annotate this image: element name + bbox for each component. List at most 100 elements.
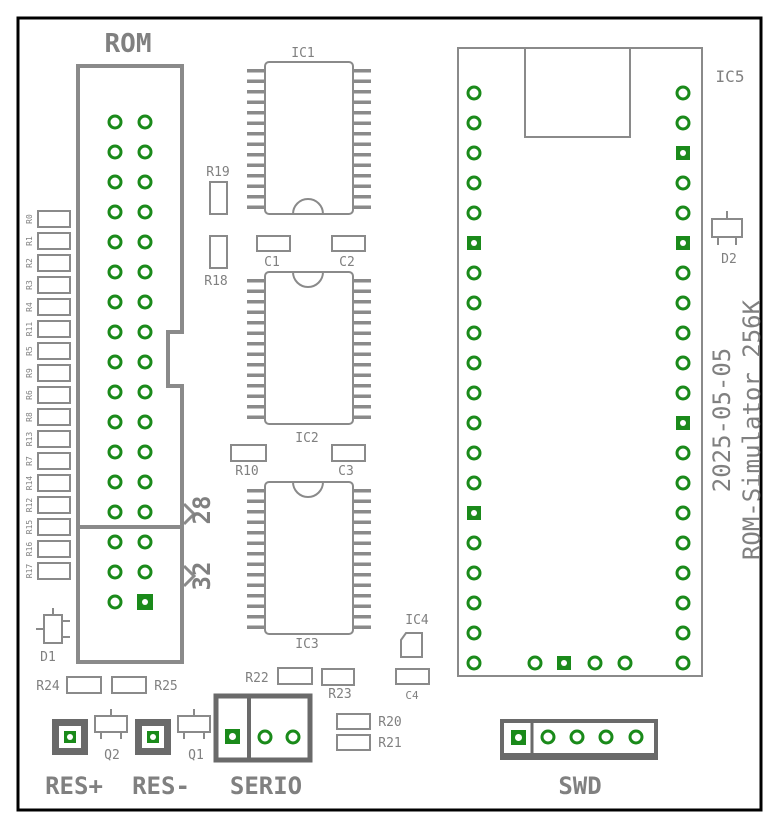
ic-pin (247, 405, 264, 409)
capacitor-c2: C2 (331, 235, 366, 270)
ic5-outline (457, 47, 703, 677)
ic-pin (354, 279, 371, 283)
ic-pin (354, 541, 371, 545)
ic5-pad (675, 385, 691, 401)
ic-pin (354, 373, 371, 377)
address-resistor (37, 518, 71, 536)
address-resistor-label: R2 (25, 258, 34, 268)
rom-pad (137, 474, 153, 490)
rom-pad (137, 534, 153, 550)
ic5-pad (675, 175, 691, 191)
address-resistor-label: R12 (25, 498, 34, 513)
ic-pin (247, 489, 264, 493)
address-resistor (37, 254, 71, 272)
ic-pin (247, 79, 264, 83)
ic-pin (247, 69, 264, 73)
transistor-q2: Q2 (94, 709, 128, 763)
ic-pin (354, 583, 371, 587)
ic-pin (247, 100, 264, 104)
pins-32-label: 32 (188, 562, 216, 591)
reset-minus-connector: RES- (132, 719, 190, 800)
rom-label: ROM (105, 29, 152, 59)
ic5-pad (466, 175, 482, 191)
ic-pin (247, 153, 264, 157)
address-resistor-label: R13 (25, 432, 34, 447)
pin28-arrow (182, 502, 197, 526)
ic-pin (354, 310, 371, 314)
ic5-label: IC5 (716, 67, 745, 86)
ic-pin (247, 279, 264, 283)
ic-pin (354, 132, 371, 136)
ic-pin (247, 604, 264, 608)
address-resistor-label: R14 (25, 476, 34, 491)
ic-pin (247, 615, 264, 619)
ic2-label: IC2 (295, 431, 318, 446)
ic5-pad (466, 445, 482, 461)
ic5-pad (675, 475, 691, 491)
ic-pin (247, 184, 264, 188)
ic3-notch (292, 481, 324, 498)
ic1-label: IC1 (291, 46, 314, 61)
address-resistor (37, 408, 71, 426)
ic-pin (354, 510, 371, 514)
ic-pin (247, 552, 264, 556)
ic5-pad-hole (680, 420, 686, 426)
address-resistor-label: R11 (25, 322, 34, 337)
r25-label: R25 (154, 679, 177, 694)
c2-label: C2 (339, 255, 355, 270)
rom-pad (107, 114, 123, 130)
rom-pad (137, 384, 153, 400)
ic5-pad (675, 115, 691, 131)
ic3-chip: IC3 (247, 481, 371, 652)
reset-plus-connector: RES+ (45, 719, 103, 800)
address-resistor-label: R5 (25, 346, 34, 356)
ic5-pad (466, 595, 482, 611)
ic5-pad (466, 325, 482, 341)
rom-pad (107, 384, 123, 400)
res-minus-label: RES- (132, 772, 190, 800)
address-resistor (37, 342, 71, 360)
ic-pin (354, 163, 371, 167)
ic-pin (354, 499, 371, 503)
resistor-r18: R18 (204, 235, 228, 289)
ic5-pad-hole (561, 660, 567, 666)
ic5-pad (466, 655, 482, 671)
ic-pin (354, 394, 371, 398)
ic5-pad-hole (471, 510, 477, 516)
ic5-pad (466, 265, 482, 281)
rom-pad (137, 174, 153, 190)
ic5-pad (675, 85, 691, 101)
ic-pin (247, 300, 264, 304)
rom-pin1-hole (142, 599, 148, 605)
ic5-pad (675, 295, 691, 311)
ic-pin (247, 363, 264, 367)
ic-pin (247, 310, 264, 314)
ic5-pad (466, 205, 482, 221)
ic-pin (354, 289, 371, 293)
rom-pad (107, 174, 123, 190)
r19-label: R19 (206, 165, 229, 180)
rom-pad (107, 264, 123, 280)
swd-connector: SWD (500, 719, 658, 800)
rom-pad (137, 504, 153, 520)
ic5-pad (466, 475, 482, 491)
ic-pin (354, 573, 371, 577)
ic-pin (354, 625, 371, 629)
address-resistor (37, 452, 71, 470)
rom-pad (107, 144, 123, 160)
ic-pin (354, 489, 371, 493)
ic5-pad-hole (680, 150, 686, 156)
ic1-pins (247, 69, 371, 209)
ic-pin (247, 195, 264, 199)
rom-socket-outline (76, 64, 184, 664)
address-resistor (37, 232, 71, 250)
r20-label: R20 (378, 715, 401, 730)
capacitor-c4: C4 (395, 668, 430, 702)
ic-pin (354, 153, 371, 157)
board-date: 2025-05-05 (708, 348, 736, 493)
ic-pin (354, 552, 371, 556)
resistor-r22: R22 (245, 667, 313, 686)
ic3-label: IC3 (295, 637, 318, 652)
r18-label: R18 (204, 274, 227, 289)
ic5-pad (675, 325, 691, 341)
